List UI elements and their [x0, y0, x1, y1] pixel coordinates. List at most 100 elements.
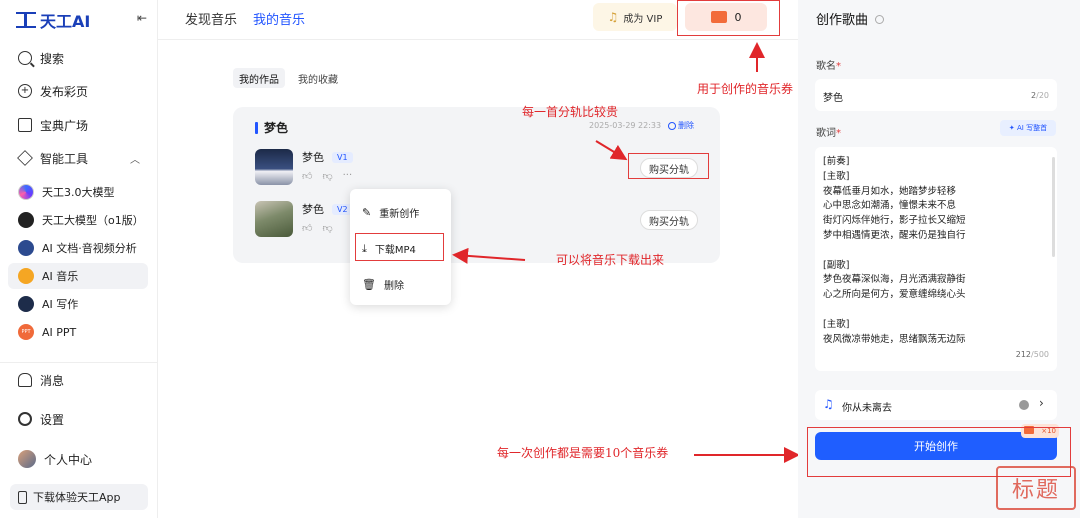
sidebar-item-profile[interactable]: 个人中心: [8, 446, 148, 472]
song-row[interactable]: 梦色 V1 👍︎ 👎︎ ···: [255, 149, 353, 185]
lyrics-label: 歌词*: [816, 128, 841, 139]
logo[interactable]: 天工AI: [16, 8, 90, 32]
sidebar-item-publish[interactable]: + 发布彩页: [8, 78, 148, 104]
menu-item-label: 下载MP4: [374, 245, 416, 256]
search-icon: [18, 51, 32, 65]
clear-icon[interactable]: [1019, 400, 1029, 410]
tiangong-model-icon: [18, 184, 34, 200]
book-icon: [18, 118, 32, 132]
annotation-box-download: [355, 233, 444, 261]
logo-icon: [16, 12, 36, 28]
song-name-label: 歌名*: [816, 61, 841, 72]
panel-title: 创作歌曲: [816, 9, 885, 28]
lyrics-textarea[interactable]: [前奏] [主歌] 夜幕低垂月如水，她踏梦步轻移 心中思念如潮涌，憧憬未来不息 …: [815, 147, 1057, 371]
buy-stems-button[interactable]: 购买分轨: [640, 210, 698, 230]
menu-item-download-mp4[interactable]: ⤓ 下载MP4: [362, 241, 416, 257]
sidebar-item-ai-writing[interactable]: AI 写作: [8, 291, 148, 317]
info-icon[interactable]: [875, 15, 885, 24]
subtab-my-favorites[interactable]: 我的收藏: [298, 75, 338, 86]
tab-discover-music[interactable]: 发现音乐: [185, 13, 238, 28]
sidebar-item-label: 天工3.0大模型: [42, 186, 115, 199]
become-vip-button[interactable]: ♫ 成为 VIP: [593, 3, 677, 31]
ai-write-lyrics-button[interactable]: ✦ AI 写整首: [1000, 120, 1056, 136]
sidebar-divider: [0, 362, 158, 363]
song-name-value: 梦色: [823, 93, 843, 104]
phone-icon: [18, 490, 27, 504]
reference-song-selector[interactable]: ♫ 你从未离去 ›: [815, 390, 1057, 420]
music-ticket-balance[interactable]: 0: [685, 3, 767, 31]
sidebar-item-label: 消息: [40, 373, 65, 388]
sidebar-item-guide-square[interactable]: 宝典广场: [8, 112, 148, 138]
thumbs-down-icon[interactable]: 👎︎: [322, 171, 333, 182]
app-name: 天工AI: [40, 12, 91, 31]
delete-label: 删除: [678, 121, 694, 130]
collapse-sidebar-icon[interactable]: ⇤: [137, 11, 148, 25]
song-cover-image[interactable]: [255, 201, 293, 237]
song-title: 梦色: [302, 151, 324, 164]
annotation-box-ticket: [677, 0, 780, 36]
thumbs-up-icon[interactable]: 👍︎: [302, 171, 313, 182]
sidebar-item-settings[interactable]: 设置: [8, 406, 148, 432]
song-actions: 👍︎ 👎︎ ···: [302, 170, 352, 182]
music-note-icon: ♫: [607, 10, 619, 24]
reference-song-title: 你从未离去: [842, 403, 892, 414]
more-icon[interactable]: ···: [342, 170, 353, 181]
lyrics-scrollbar[interactable]: [1052, 157, 1055, 257]
buy-stems-button[interactable]: 购买分轨: [640, 158, 698, 178]
sidebar-item-tiangong-o1[interactable]: 天工大模型（o1版）: [8, 207, 148, 233]
label-text: 歌名: [816, 61, 836, 72]
vip-label: 成为 VIP: [623, 13, 663, 25]
menu-item-delete[interactable]: 🗑︎ 删除: [362, 277, 404, 292]
sidebar: 天工AI ⇤ 搜索 + 发布彩页 宝典广场 智能工具 ︿ 天工3.0大模型 天工…: [0, 0, 158, 518]
song-cover-image[interactable]: [255, 149, 293, 185]
song-card: 梦色 2025-03-29 22:33 删除 梦色 V1 👍︎ 👎︎ ··· 购…: [233, 107, 720, 263]
start-create-button[interactable]: 开始创作: [815, 432, 1057, 460]
thumbs-down-icon[interactable]: 👎︎: [322, 223, 333, 234]
sidebar-item-label: AI 音乐: [42, 270, 79, 283]
arrow-to-buy: [595, 140, 628, 161]
song-row[interactable]: 梦色 V2 👍︎ 👎︎: [255, 201, 353, 237]
sidebar-item-tiangong3[interactable]: 天工3.0大模型: [8, 179, 148, 205]
sidebar-item-label: AI PPT: [42, 325, 77, 339]
avatar: [18, 450, 36, 468]
annotation-cost: 每一次创作都是需要10个音乐券: [497, 446, 669, 460]
chevron-right-icon[interactable]: ›: [1039, 396, 1044, 410]
ppt-icon: PPT: [18, 324, 34, 340]
doc-analysis-icon: [18, 240, 34, 256]
tab-my-music[interactable]: 我的音乐: [253, 13, 306, 28]
annotation-download: 可以将音乐下载出来: [556, 253, 665, 267]
sidebar-item-doc-analysis[interactable]: AI 文档·音视频分析: [8, 235, 148, 261]
o1-model-icon: [18, 212, 34, 228]
sidebar-item-label: 设置: [40, 412, 65, 427]
writing-icon: [18, 296, 34, 312]
sidebar-item-label: 宝典广场: [40, 118, 89, 133]
label-text: 歌词: [816, 128, 836, 139]
cost-value: ×10: [1041, 427, 1056, 435]
panel-title-text: 创作歌曲: [816, 13, 869, 28]
card-delete-button[interactable]: 删除: [668, 120, 694, 131]
subtab-my-works[interactable]: 我的作品: [233, 68, 285, 88]
created-date: 2025-03-29 22:33: [589, 121, 662, 130]
sidebar-item-search[interactable]: 搜索: [8, 45, 148, 71]
sidebar-item-ai-music[interactable]: AI 音乐: [8, 263, 148, 289]
menu-item-recreate[interactable]: ✎ 重新创作: [362, 205, 419, 220]
song-name-field[interactable]: 梦色 2/20: [815, 79, 1057, 111]
download-app-button[interactable]: 下载体验天工App: [10, 484, 148, 510]
sidebar-item-ai-ppt[interactable]: PPT AI PPT: [8, 319, 148, 345]
arrow-to-download: [452, 247, 526, 264]
chevron-up-icon[interactable]: ︿: [130, 154, 140, 166]
song-name-count: 2: [1031, 91, 1037, 100]
trash-icon: 🗑︎: [362, 278, 376, 291]
bell-icon: [18, 373, 32, 387]
ticket-icon: [1024, 426, 1034, 434]
song-title-row: 梦色 V2: [302, 201, 353, 217]
sidebar-item-smart-tools[interactable]: 智能工具 ︿: [8, 145, 148, 171]
annotation-ticket: 用于创作的音乐券: [697, 82, 794, 96]
sidebar-item-label: 智能工具: [40, 151, 89, 166]
menu-item-label: 重新创作: [379, 209, 420, 220]
sidebar-item-messages[interactable]: 消息: [8, 367, 148, 393]
sidebar-item-label: 天工大模型（o1版）: [42, 214, 144, 227]
thumbs-up-icon[interactable]: 👍︎: [302, 223, 313, 234]
top-bar: 发现音乐 我的音乐: [158, 0, 798, 40]
